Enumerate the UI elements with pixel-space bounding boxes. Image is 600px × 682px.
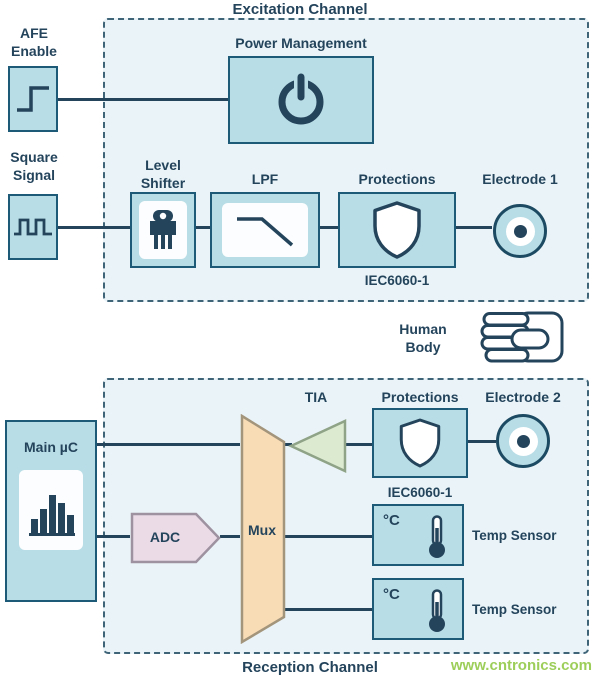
lpf-block xyxy=(210,192,320,268)
wire-square-to-levelshifter xyxy=(58,226,130,229)
wire-mux-to-tia xyxy=(282,443,292,446)
temp-sensor1-label: Temp Sensor xyxy=(472,528,557,543)
electrode1-center-dot xyxy=(513,224,527,238)
reception-channel-title: Reception Channel xyxy=(242,659,378,676)
watermark-text: www.cntronics.com xyxy=(450,657,592,674)
wire-mux-to-temp1 xyxy=(284,535,372,538)
wire-lpf-to-protections xyxy=(320,226,338,229)
main-uc-block: Main µC xyxy=(5,420,97,602)
temp-sensor1-block: °C xyxy=(372,504,464,566)
adc-shape xyxy=(130,512,221,564)
electrode1-label: Electrode 1 xyxy=(482,171,558,187)
lpf-label: LPF xyxy=(251,171,279,187)
bar-chart-icon xyxy=(29,495,75,537)
tia-amplifier-triangle xyxy=(288,419,347,473)
fist-icon xyxy=(480,311,564,363)
wire-tia-to-protections2 xyxy=(346,443,372,446)
temp-sensor2-unit: °C xyxy=(383,586,400,603)
main-uc-icon-box xyxy=(19,470,83,551)
shield-icon xyxy=(399,418,441,468)
adc-label: ADC xyxy=(149,529,181,545)
protections1-block xyxy=(338,192,456,268)
step-signal-icon xyxy=(17,86,49,112)
level-shifter-block xyxy=(130,192,196,268)
protections2-label: Protections xyxy=(381,389,459,405)
wire-protections-to-electrode1 xyxy=(456,226,492,229)
power-management-label: Power Management xyxy=(235,35,367,51)
protections1-label: Protections xyxy=(358,171,436,187)
shield-icon xyxy=(373,201,421,259)
wire-mux-to-temp2 xyxy=(284,608,372,611)
level-shifter-icon-box xyxy=(139,201,187,259)
electrode2-inner-ring xyxy=(508,426,538,456)
excitation-channel-title: Excitation Channel xyxy=(232,1,368,18)
wire-mainuc-to-mux xyxy=(97,443,240,446)
wire-mainuc-to-adc xyxy=(97,535,130,538)
power-management-block xyxy=(228,56,374,144)
electrode1-inner-ring xyxy=(505,216,535,246)
level-shifter-label: Level Shifter xyxy=(140,157,186,192)
afe-enable-label: AFE Enable xyxy=(11,25,57,60)
wire-levelshifter-to-lpf xyxy=(196,226,210,229)
mux-shape xyxy=(240,414,286,644)
thermometer-icon xyxy=(429,589,445,632)
transistor-icon xyxy=(150,210,176,249)
square-signal-label: Square Signal xyxy=(10,149,58,184)
temp-sensor2-label: Temp Sensor xyxy=(472,602,557,617)
lpf-icon-box xyxy=(222,203,308,257)
protections2-block xyxy=(372,408,468,478)
power-icon xyxy=(278,73,324,125)
tia-label: TIA xyxy=(304,389,328,405)
main-uc-label: Main µC xyxy=(24,439,78,455)
thermometer-icon xyxy=(429,515,445,558)
electrode2-label: Electrode 2 xyxy=(485,389,561,405)
electrode1-icon xyxy=(493,204,547,258)
protections2-standard: IEC6060-1 xyxy=(387,485,453,500)
electrode2-center-dot xyxy=(516,434,530,448)
lpf-curve-icon xyxy=(237,217,294,247)
temp-sensor2-block: °C xyxy=(372,578,464,640)
temp-sensor1-unit: °C xyxy=(383,512,400,529)
mux-label: Mux xyxy=(248,522,276,538)
protections1-standard: IEC6060-1 xyxy=(364,273,430,288)
human-body-label: Human Body xyxy=(399,321,447,356)
wire-afe-to-power xyxy=(58,98,228,101)
electrode2-icon xyxy=(496,414,550,468)
wire-adc-to-mux xyxy=(220,535,240,538)
square-signal-block xyxy=(8,194,58,260)
wire-protections2-to-electrode2 xyxy=(468,440,496,443)
afe-enable-block xyxy=(8,66,58,132)
square-wave-icon xyxy=(14,218,52,236)
